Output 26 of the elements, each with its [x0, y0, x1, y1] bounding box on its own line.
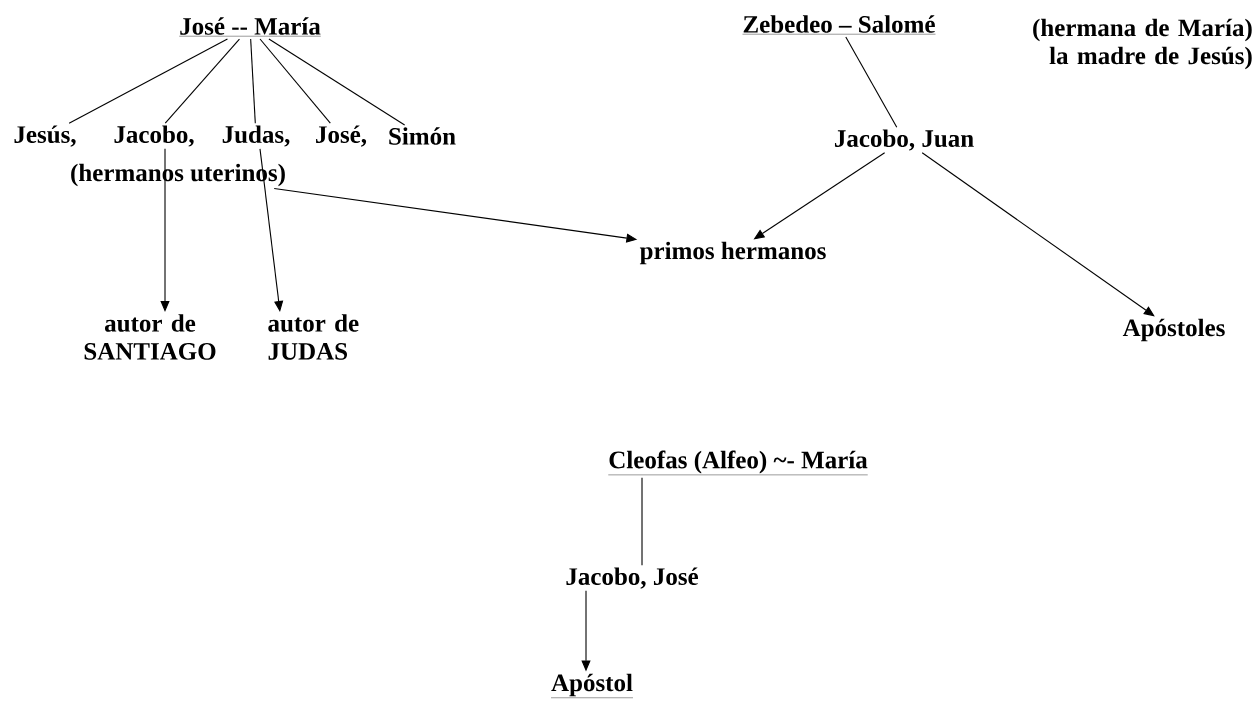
couple-heading: Cleofas (Alfeo) ~- María — [608, 450, 868, 476]
note-text: (hermana de María) la madre de Jesús) — [1033, 18, 1252, 70]
name-text: Judas, — [222, 125, 290, 147]
connector-line — [845, 36, 898, 128]
arrow — [921, 152, 1155, 317]
name-text: primos hermanos — [639, 241, 826, 265]
name-text: Jacobo, — [114, 125, 194, 147]
name-text: Apóstoles — [1122, 318, 1225, 342]
connector-line — [250, 38, 256, 124]
name-text: José, — [316, 125, 367, 147]
couple-heading: José -- María — [179, 17, 321, 37]
couple-heading: Zebedeo – Salomé — [742, 15, 936, 35]
name-text: autor de JUDAS — [268, 314, 359, 360]
name-text: Simón — [389, 127, 456, 145]
name-text: Apóstol — [550, 673, 634, 698]
connector-line — [641, 477, 643, 566]
name-text: Jacobo, Juan — [834, 129, 974, 151]
name-text: Jesús, — [14, 125, 76, 147]
arrow — [160, 148, 170, 312]
connector-line — [164, 38, 240, 124]
arrow — [259, 148, 284, 312]
connector-line — [68, 38, 228, 124]
name-text: autor de SANTIAGO — [84, 314, 216, 360]
connector-line — [268, 38, 406, 126]
connector-line — [259, 38, 331, 124]
name-text: Jacobo, José — [566, 567, 698, 589]
